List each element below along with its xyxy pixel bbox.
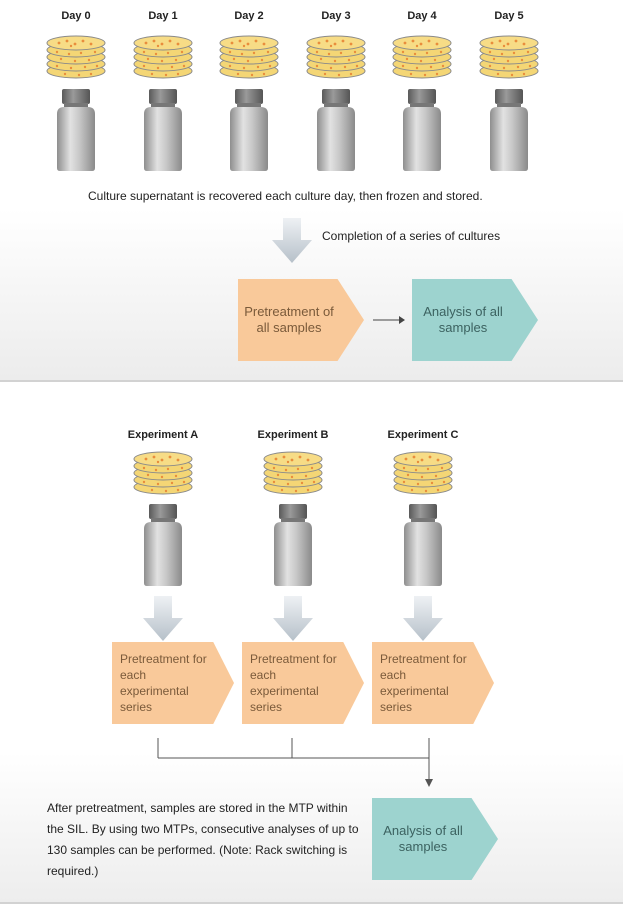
petri-dish-stack-icon: [132, 34, 194, 80]
completion-caption: Completion of a series of cultures: [322, 229, 501, 243]
experiment-label: Experiment C: [387, 429, 459, 441]
recover-caption: Culture supernatant is recovered each cu…: [88, 189, 483, 203]
day-label: Day 1: [148, 10, 178, 22]
pretreatment-series-label: Pretreatment for each experimental serie…: [120, 652, 207, 714]
day-label: Day 4: [407, 10, 437, 22]
experiment-series-panel: Experiment A Experiment B Experiment C P…: [0, 402, 623, 904]
down-arrow-icon: [270, 218, 314, 264]
pretreatment-all-label: Pretreatment of all samples: [244, 304, 334, 335]
right-arrow-icon: [373, 316, 405, 324]
experiment-label: Experiment B: [257, 429, 329, 441]
sample-bottle-icon: [395, 88, 449, 172]
analysis-all-step: Analysis of all samples: [412, 279, 538, 361]
pretreatment-series-label: Pretreatment for each experimental serie…: [250, 652, 337, 714]
sample-bottle-icon: [482, 88, 536, 172]
pretreatment-series-step: Pretreatment for each experimental serie…: [372, 642, 494, 724]
petri-dish-stack-icon: [262, 450, 324, 496]
pretreatment-series-step: Pretreatment for each experimental serie…: [112, 642, 234, 724]
daily-culture-panel: Day 0 Day 1 Day 2 Day 3 Day 4 Day 5 Cult…: [0, 0, 623, 382]
petri-dish-stack-icon: [392, 450, 454, 496]
sample-bottle-icon: [396, 503, 450, 587]
petri-dish-stack-icon: [132, 450, 194, 496]
experiment-label: Experiment A: [127, 429, 199, 441]
down-arrow-icon: [271, 596, 315, 642]
day-label: Day 2: [234, 10, 264, 22]
day-label: Day 3: [321, 10, 351, 22]
analysis-all-label: Analysis of all samples: [383, 823, 463, 854]
down-arrow-icon: [141, 596, 185, 642]
sample-bottle-icon: [222, 88, 276, 172]
day-label: Day 0: [61, 10, 91, 22]
analysis-all-label: Analysis of all samples: [423, 304, 503, 335]
petri-dish-stack-icon: [305, 34, 367, 80]
day-label: Day 5: [494, 10, 524, 22]
petri-dish-stack-icon: [45, 34, 107, 80]
sample-bottle-icon: [309, 88, 363, 172]
down-arrow-icon: [401, 596, 445, 642]
petri-dish-stack-icon: [218, 34, 280, 80]
petri-dish-stack-icon: [391, 34, 453, 80]
pretreatment-series-label: Pretreatment for each experimental serie…: [380, 652, 467, 714]
mtp-storage-note: After pretreatment, samples are stored i…: [47, 801, 359, 878]
analysis-all-step: Analysis of all samples: [372, 798, 498, 880]
sample-bottle-icon: [136, 88, 190, 172]
sample-bottle-icon: [49, 88, 103, 172]
pretreatment-series-step: Pretreatment for each experimental serie…: [242, 642, 364, 724]
sample-bottle-icon: [136, 503, 190, 587]
sample-bottle-icon: [266, 503, 320, 587]
petri-dish-stack-icon: [478, 34, 540, 80]
pretreatment-all-step: Pretreatment of all samples: [238, 279, 364, 361]
